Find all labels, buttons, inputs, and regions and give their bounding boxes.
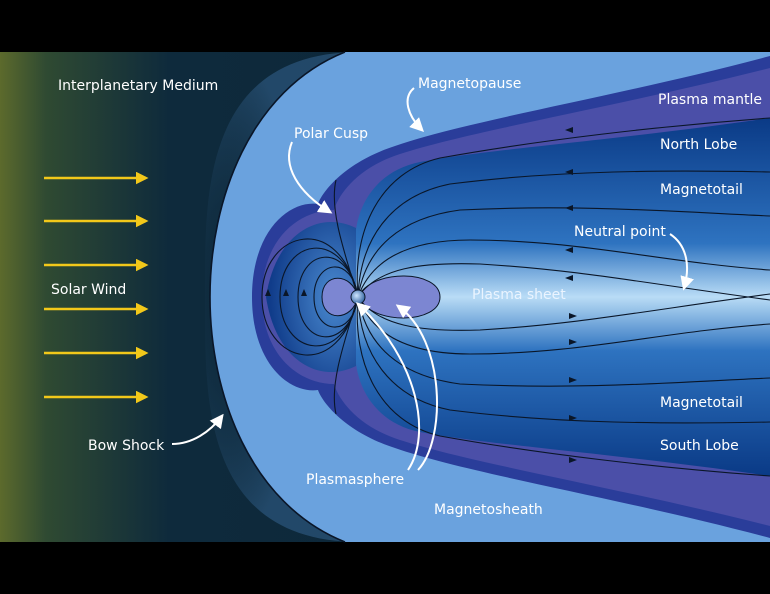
label-bow-shock: Bow Shock [88, 438, 165, 454]
plasmasphere-dayside [321, 277, 359, 317]
bow-shock-callout-arrow [171, 413, 224, 445]
label-magnetosheath: Magnetosheath [434, 502, 543, 518]
label-magnetotail-lower: Magnetotail [660, 395, 743, 411]
dayside-field-arrows [265, 289, 307, 296]
dayside-field-lines [261, 238, 359, 356]
bottom-frame-bar [0, 542, 770, 594]
callout-arrows [171, 87, 694, 471]
tail-field-lines-upper [356, 117, 770, 301]
magnetotail-lobes-region [356, 118, 770, 476]
plasmasphere-callout-arrow-1 [355, 302, 421, 471]
solar-wind-arrows [44, 171, 149, 404]
bow-shock-line [209, 51, 346, 543]
label-neutral-point: Neutral point [574, 224, 666, 240]
plasmasphere-callout-arrow-2 [395, 304, 438, 471]
plasmasphere-nightside [357, 275, 441, 319]
magnetopause-callout-arrow [406, 87, 424, 132]
top-frame-bar [0, 0, 770, 52]
label-interplanetary-medium: Interplanetary Medium [58, 78, 218, 94]
dayside-dipole-region [266, 221, 356, 373]
label-north-lobe: North Lobe [660, 137, 737, 153]
neutral-point-callout-arrow [669, 233, 694, 291]
polar-field-lines [333, 179, 359, 415]
polar-cusp-callout-arrow [288, 141, 333, 214]
label-plasma-sheet: Plasma sheet [472, 287, 566, 303]
tail-field-arrows [565, 127, 577, 463]
label-plasma-mantle: Plasma mantle [658, 92, 762, 108]
label-polar-cusp: Polar Cusp [294, 126, 368, 142]
label-solar-wind: Solar Wind [51, 282, 126, 298]
label-magnetopause: Magnetopause [418, 76, 521, 92]
label-south-lobe: South Lobe [660, 438, 739, 454]
label-magnetotail-upper: Magnetotail [660, 182, 743, 198]
label-plasmasphere: Plasmasphere [306, 472, 404, 488]
earth [350, 289, 366, 305]
